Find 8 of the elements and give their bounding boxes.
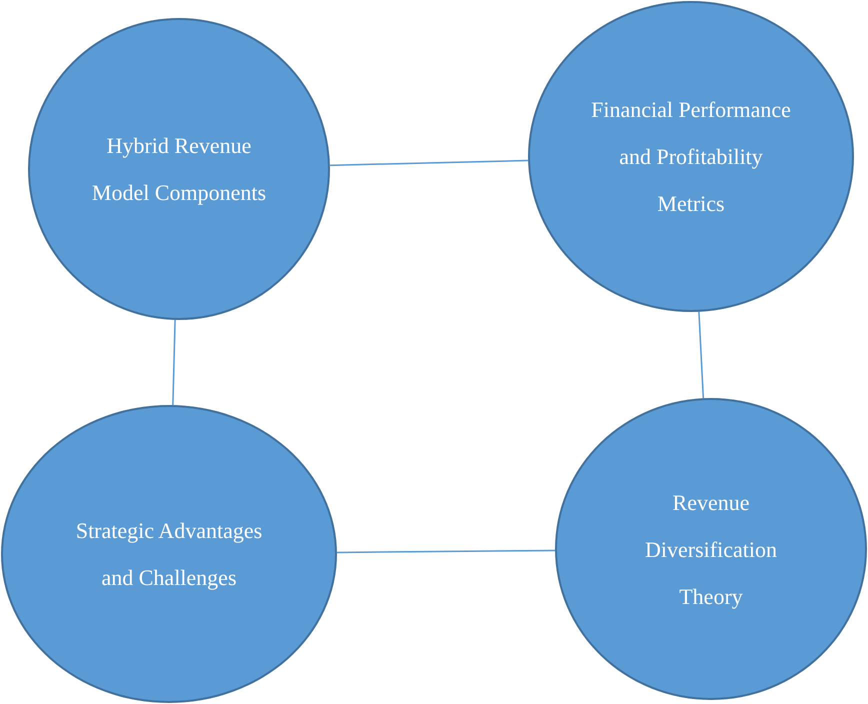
connector-line <box>336 550 556 554</box>
connector-line <box>172 320 176 406</box>
connector-line <box>330 160 528 166</box>
topic-label: Strategic Advantages and Challenges <box>74 517 264 592</box>
topic-label: Revenue Diversification Theory <box>644 488 778 611</box>
topic-label: Financial Performance and Profitability Metrics <box>590 96 792 218</box>
connector-line <box>698 312 704 398</box>
topic-label: Hybrid Revenue Model Components <box>90 132 268 207</box>
